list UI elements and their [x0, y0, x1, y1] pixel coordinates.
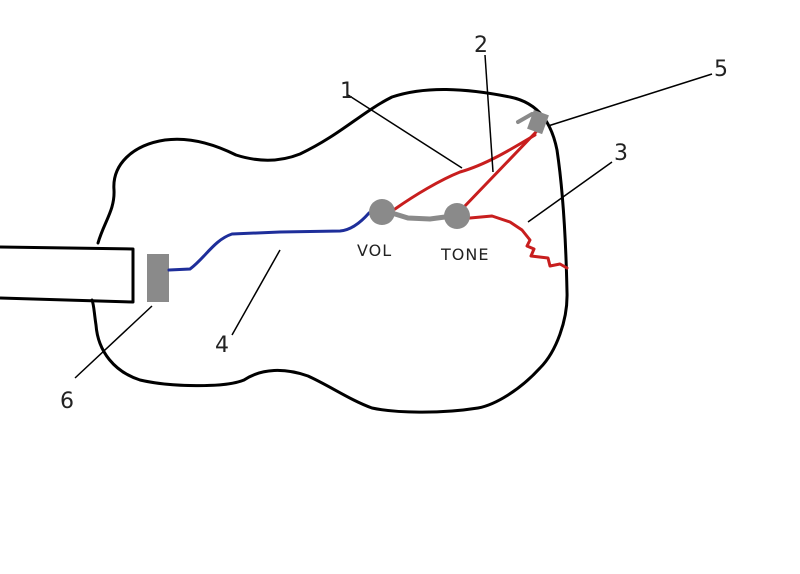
- guitar-body-outline: [90, 87, 569, 414]
- leader-6: [74, 305, 153, 379]
- wire-volume-to-tone: [392, 211, 448, 222]
- leader-3: [527, 161, 613, 223]
- leader-4: [231, 249, 281, 336]
- tone-label: TONE: [440, 245, 489, 264]
- tone-pot: [444, 203, 470, 229]
- label-5: 5: [714, 57, 728, 82]
- output-jack: [516, 109, 549, 135]
- volume-label: VOL: [357, 241, 392, 260]
- leader-2: [484, 54, 494, 173]
- leader-5: [547, 73, 713, 127]
- label-3: 3: [614, 141, 628, 166]
- wire-volume-to-jack: [393, 133, 537, 211]
- wire-pickup-to-volume: [167, 211, 371, 272]
- guitar-neck: [0, 245, 135, 304]
- wire-tone-to-jack: [461, 130, 538, 210]
- label-1: 1: [340, 79, 354, 104]
- label-4: 4: [215, 333, 229, 358]
- pickup: [147, 254, 169, 302]
- volume-pot: [369, 199, 395, 225]
- label-2: 2: [474, 33, 488, 58]
- label-6: 6: [60, 389, 74, 414]
- ground-wire: [468, 214, 569, 270]
- leader-1: [347, 94, 463, 169]
